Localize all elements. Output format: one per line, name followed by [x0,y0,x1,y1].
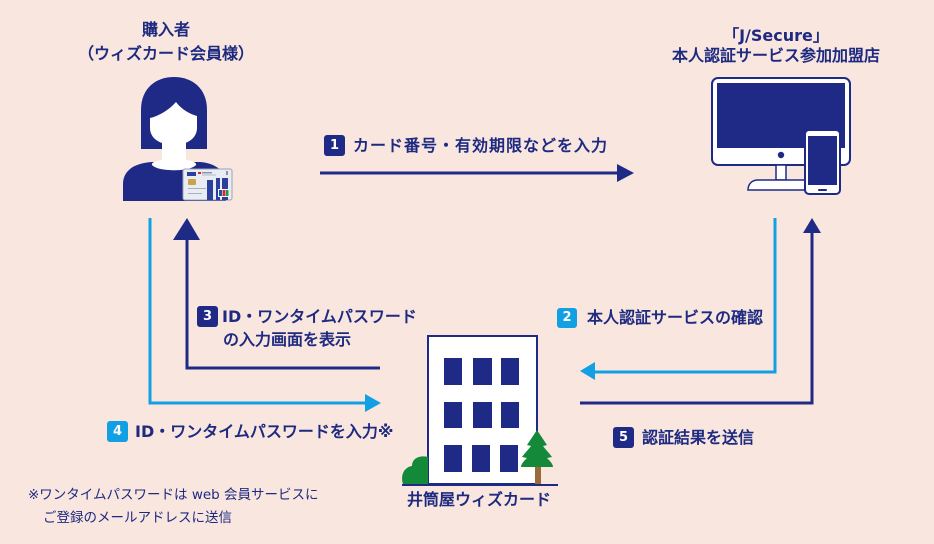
step-5-label: 認証結果を送信 [642,428,755,447]
step-3-label-line2: の入力画面を表示 [223,330,352,349]
arrow-step-5 [580,218,821,405]
smartphone-icon [804,129,841,195]
bush-icon [402,456,428,484]
step-4-label: ID・ワンタイムパスワードを入力※ [135,422,394,441]
arrow-step-3 [173,218,380,370]
footnote-line-1: ※ワンタイムパスワードは web 会員サービスに [28,487,319,503]
building-icon [402,335,558,486]
step-1-badge: 1 [324,135,345,156]
step-1-label: カード番号・有効期限などを入力 [353,136,609,155]
credit-card-icon [182,168,233,201]
tree-icon [521,430,553,484]
merchant-title: 「J/Secure」 [723,26,829,45]
step-2-label: 本人認証サービスの確認 [587,308,764,327]
building-windows [444,358,519,472]
person-face [150,102,197,145]
arrow-step-1 [320,164,634,182]
step-2-badge: 2 [557,308,577,328]
step-5-badge: 5 [613,427,634,448]
step-3-badge: 3 [197,306,218,327]
purchaser-subtitle: （ウィズカード会員様） [77,44,254,63]
issuer-name: 井筒屋ウィズカード [406,490,551,509]
step-3-label-line1: ID・ワンタイムパスワード [222,307,417,326]
arrow-step-4 [148,218,381,412]
monitor-and-smartphone-icon [711,77,851,195]
jcb-logo-icon [218,189,229,197]
person-with-card-icon [123,77,233,201]
footnote-line-2: ご登録のメールアドレスに送信 [43,510,232,526]
purchaser-title: 購入者 [141,20,190,39]
arrow-step-2 [580,218,777,380]
step-4-badge: 4 [107,421,128,442]
merchant-subtitle: 本人認証サービス参加加盟店 [671,46,880,65]
